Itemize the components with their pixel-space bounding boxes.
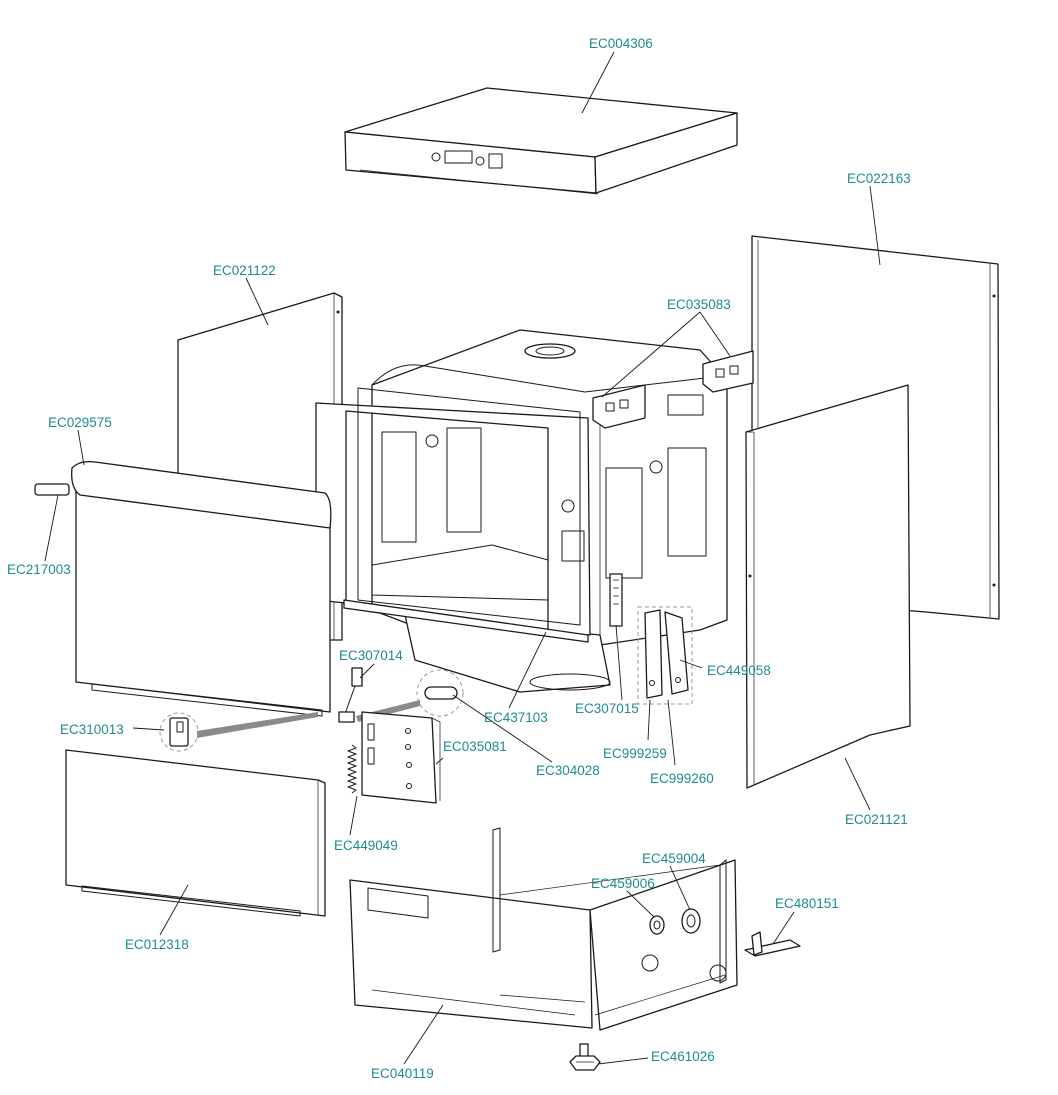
door-drawing xyxy=(71,460,332,717)
part-label-ec021121: EC021121 xyxy=(845,812,908,827)
part-label-ec480151: EC480151 xyxy=(775,896,839,911)
part-label-ec437103: EC437103 xyxy=(484,710,548,725)
part-label-ec307014: EC307014 xyxy=(339,648,403,663)
part-label-ec029575: EC029575 xyxy=(48,415,112,430)
part-label-ec461026: EC461026 xyxy=(651,1049,715,1064)
part-label-ec040119: EC040119 xyxy=(371,1066,434,1081)
leader-lines xyxy=(44,51,881,1065)
part-label-ec449049: EC449049 xyxy=(334,838,398,853)
door-frame-drawing xyxy=(315,387,591,643)
part-label-ec999260: EC999260 xyxy=(650,771,714,786)
lower-front-panel-drawing xyxy=(65,749,326,917)
part-label-ec459004: EC459004 xyxy=(642,851,706,866)
part-label-ec459006: EC459006 xyxy=(591,876,655,891)
door-hardware-drawing xyxy=(159,667,464,804)
part-label-ec022163: EC022163 xyxy=(847,171,911,186)
part-label-ec035083: EC035083 xyxy=(667,297,731,312)
hinge-brackets-drawing xyxy=(592,350,754,429)
part-label-ec999259: EC999259 xyxy=(603,746,667,761)
grommets-drawing xyxy=(649,908,701,935)
top-cover-drawing xyxy=(344,87,738,195)
part-label-ec035081: EC035081 xyxy=(443,739,507,754)
part-label-ec304028: EC304028 xyxy=(536,763,600,778)
part-label-ec021122: EC021122 xyxy=(213,263,276,278)
adjustable-foot-drawing xyxy=(569,1043,601,1071)
part-label-ec004306: EC004306 xyxy=(589,36,653,51)
part-label-ec310013: EC310013 xyxy=(60,722,124,737)
base-frame-drawing xyxy=(349,827,738,1031)
right-side-panel-drawing xyxy=(745,384,911,789)
part-label-ec307015: EC307015 xyxy=(575,701,639,716)
hinge-plates-drawing xyxy=(609,573,693,705)
part-label-ec012318: EC012318 xyxy=(125,937,189,952)
part-label-ec217003: EC217003 xyxy=(7,562,71,577)
part-labels: EC004306 EC022163 EC021122 EC035083 EC02… xyxy=(7,36,911,1081)
foot-bracket-drawing xyxy=(744,931,801,957)
handle-cap-drawing xyxy=(34,483,70,496)
part-label-ec449058: EC449058 xyxy=(707,663,771,678)
